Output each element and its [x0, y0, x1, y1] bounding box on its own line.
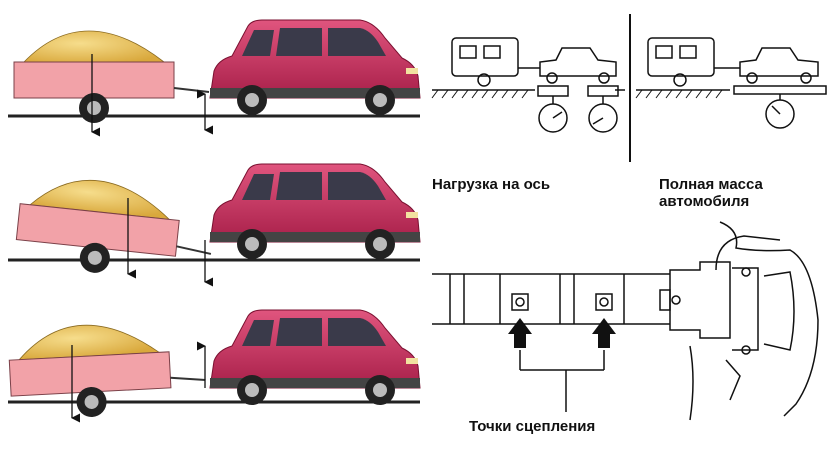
trailer-icon	[12, 171, 219, 286]
trailer-icon	[6, 318, 209, 423]
car-icon	[739, 47, 819, 77]
car-icon	[209, 163, 421, 260]
scale-icon	[765, 94, 795, 129]
tow-frame-icon	[432, 221, 819, 421]
trailer-icon	[451, 37, 519, 77]
axle-load-schematic	[431, 37, 625, 133]
case-tail-heavy	[6, 309, 421, 423]
trailer-icon	[13, 30, 210, 124]
car-icon	[209, 309, 421, 406]
gross-mass-schematic	[635, 37, 827, 129]
axle-load-label: Нагрузка на ось	[432, 176, 551, 193]
gross-mass-label: Полная масса автомобиля	[659, 176, 763, 210]
arrow-up-icon	[592, 318, 616, 348]
coupling-points-label: Точки сцепления	[469, 418, 596, 435]
scale-icon	[538, 96, 568, 133]
trailer-icon	[647, 37, 715, 77]
car-icon	[209, 19, 421, 116]
gross-mass-label-line1: Полная масса	[659, 176, 763, 193]
scale-icon	[588, 96, 618, 133]
arrow-up-icon	[508, 318, 532, 348]
gross-mass-label-line2: автомобиля	[659, 193, 750, 210]
case-nose-down	[8, 163, 421, 287]
case-balanced	[8, 19, 421, 137]
car-icon	[539, 47, 617, 77]
